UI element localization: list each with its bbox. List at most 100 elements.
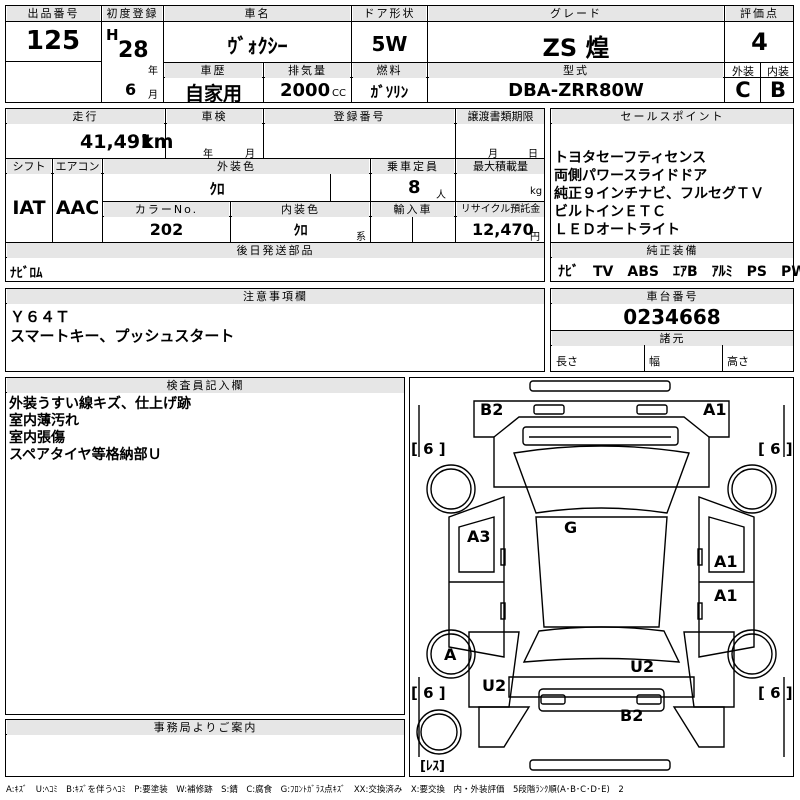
import-header: 輸入車	[372, 202, 454, 217]
inspector-note-line: 室内張傷	[9, 430, 65, 446]
car-name: ｳﾞｫｸｼｰ	[227, 34, 288, 58]
reg-no-header: 登録番号	[265, 109, 454, 124]
width-label: 幅	[649, 355, 660, 368]
km-unit: km	[141, 131, 174, 153]
recycle-header: リサイクル預託金	[457, 202, 544, 217]
deadline-month-unit: 月	[488, 149, 498, 160]
mark-a1-right-1: A1	[714, 552, 738, 571]
tire-depth-rear-right: [ 6 ]	[758, 684, 793, 702]
detail-block	[5, 108, 545, 282]
legend: A:ｷｽﾞ U:ﾍｺﾐ B:ｷｽﾞを伴うﾍｺﾐ P:要塗装 W:補修跡 S:錆 …	[6, 785, 624, 795]
capacity-header: 乗車定員	[372, 159, 454, 174]
model-code: DBA-ZRR80W	[508, 80, 644, 101]
exterior-grade: C	[735, 78, 751, 102]
office-info-header: 事務局よりご案内	[7, 720, 404, 735]
tire-depth-front-left: [ 6 ]	[411, 440, 446, 458]
aircon-header: エアコン	[54, 159, 101, 174]
spare-tire-label: [ﾚｽ]	[420, 759, 445, 774]
mark-u2-left: U2	[482, 676, 507, 695]
mark-u2-right: U2	[630, 657, 655, 676]
inspector-block	[5, 377, 405, 715]
first-reg-header: 初度登録	[103, 6, 162, 21]
inspection-year-unit: 年	[203, 149, 213, 160]
grade-header: グレード	[429, 6, 723, 21]
damage-diagram-block	[409, 377, 794, 777]
header-block	[5, 5, 794, 103]
height-label: 高さ	[727, 355, 749, 368]
later-parts: ﾅﾋﾞﾛﾑ	[10, 266, 43, 281]
genuine-equipment: ﾅﾋﾞ TV ABS ｴｱB ｱﾙﾐ PS PW	[558, 264, 800, 280]
mark-g: G	[564, 518, 578, 537]
interior-grade: B	[769, 78, 786, 102]
tire-depth-rear-left: [ 6 ]	[411, 684, 446, 702]
era-mark: H	[106, 26, 119, 44]
color-no: 202	[149, 220, 184, 239]
deadline-day-unit: 日	[528, 149, 538, 160]
specs-header: 諸元	[552, 331, 793, 346]
int-color: ｸﾛ	[293, 223, 308, 239]
sales-point-item: 両側パワースライドドア	[554, 168, 708, 184]
persons-unit: 人	[436, 190, 446, 201]
office-info-block	[5, 719, 405, 777]
max-load-header: 最大積載量	[457, 159, 544, 174]
inspection-month-unit: 月	[245, 149, 255, 160]
aircon: AAC	[55, 197, 100, 219]
shift-header: シフト	[7, 159, 51, 174]
sales-point-list: トヨタセーフティセンス両側パワースライドドア純正９インチナビ、フルセグＴＶ ビルト…	[554, 149, 764, 239]
mark-b2-front: B2	[480, 400, 504, 419]
fuel-header: 燃料	[353, 63, 426, 78]
sales-point-header: セールスポイント	[552, 109, 793, 124]
car-name-header: 車名	[165, 6, 350, 21]
sales-point-item: 純正９インチナビ、フルセグＴＶ	[554, 186, 764, 202]
inspector-notes-header: 検査員記入欄	[7, 378, 404, 393]
mark-b2-rear: B2	[620, 706, 644, 725]
inspection-header: 車検	[167, 109, 262, 124]
mileage: 41,491	[80, 131, 154, 153]
mark-a3: A3	[467, 527, 491, 546]
tire-depth-front-right: [ 6 ]	[758, 440, 793, 458]
inspector-notes-list: 外装うすい線キズ、仕上げ跡室内薄汚れ室内張傷スペアタイヤ等格納部Ｕ	[9, 396, 191, 464]
displacement: 2000	[280, 80, 331, 101]
overall-score: 4	[751, 28, 768, 56]
mark-a-wheel: A	[444, 645, 457, 664]
displacement-header: 排気量	[265, 63, 350, 78]
year-unit: 年	[148, 66, 158, 77]
notes-header: 注意事項欄	[7, 289, 544, 304]
sales-point-item: ＬＥＤオートライト	[554, 222, 680, 238]
door-header: ドア形状	[353, 6, 426, 21]
int-color-header: 内装色	[232, 202, 369, 217]
mark-a1-right-2: A1	[714, 586, 738, 605]
sales-point-item: ビルトインＥＴＣ	[554, 204, 666, 220]
first-reg-month: 6	[125, 80, 137, 99]
mark-a1-front: A1	[703, 400, 727, 419]
kei-unit: 系	[356, 232, 366, 243]
score-header: 評価点	[726, 6, 793, 21]
recycle-fee: 12,470	[472, 220, 534, 239]
color-no-header: カラーNo.	[104, 202, 229, 217]
capacity: 8	[408, 177, 421, 198]
inspector-note-line: スペアタイヤ等格納部Ｕ	[9, 447, 162, 463]
mileage-header: 走行	[7, 109, 164, 124]
notes-block	[5, 288, 545, 372]
inspector-note-line: 外装うすい線キズ、仕上げ跡	[9, 396, 191, 412]
lot-number: 125	[25, 26, 81, 56]
chassis-number: 0234668	[623, 305, 721, 329]
later-parts-header: 後日発送部品	[7, 243, 544, 258]
chassis-number-header: 車台番号	[552, 289, 793, 304]
sales-point-item: トヨタセーフティセンス	[554, 150, 707, 166]
ext-color-header: 外装色	[104, 159, 369, 174]
length-label: 長さ	[556, 355, 578, 368]
cc-unit: CC	[332, 88, 346, 99]
exterior-header: 外装	[732, 65, 754, 78]
door-type: 5W	[371, 32, 408, 56]
shift: IAT	[12, 197, 46, 219]
interior-header: 内装	[767, 65, 789, 78]
grade: ZS 煌	[542, 34, 610, 62]
car-diagram	[416, 380, 785, 771]
inspector-note-line: 室内薄汚れ	[9, 413, 79, 429]
genuine-equipment-header: 純正装備	[552, 243, 793, 258]
kg-unit: kg	[530, 186, 543, 197]
first-reg-year: 28	[118, 38, 149, 63]
lot-number-header: 出品番号	[7, 6, 100, 21]
